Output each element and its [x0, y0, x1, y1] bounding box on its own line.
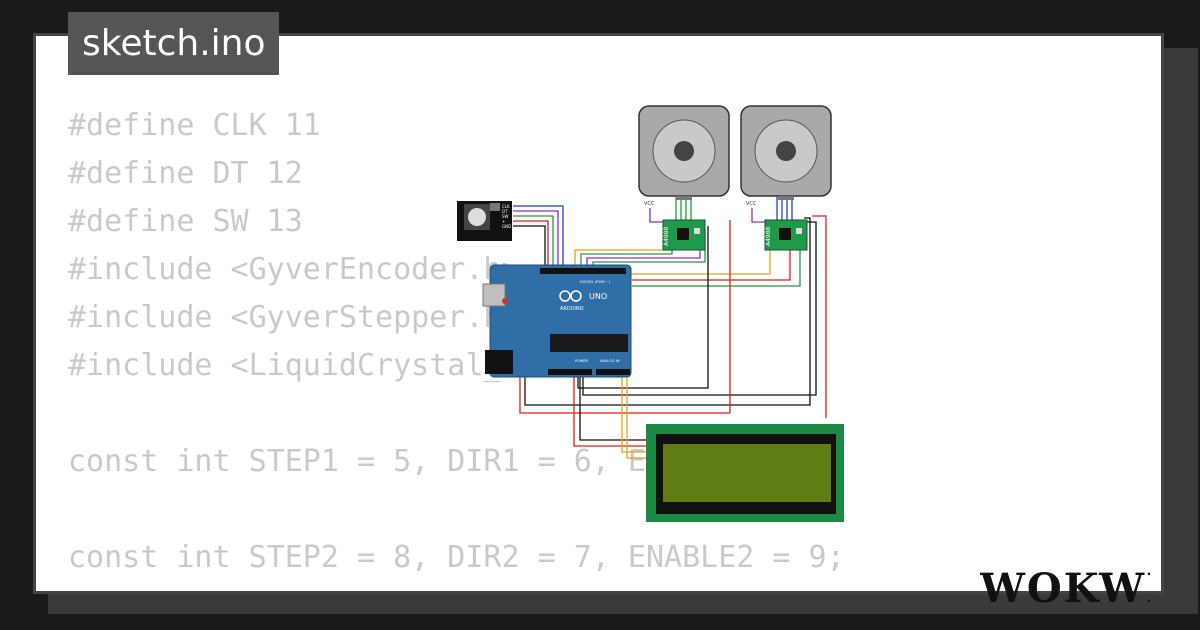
wire-vcc1 — [649, 208, 664, 223]
analog-label: ANALOG IN — [600, 359, 620, 363]
logo-text: WOKWI — [980, 565, 1150, 612]
wire-lcd-vcc — [573, 372, 649, 447]
wokwi-logo: WOKWI — [980, 565, 1150, 612]
a4988-driver-2[interactable]: A4988 — [764, 219, 808, 251]
wire-lcd-gnd — [579, 372, 649, 441]
wire-lcd-sda — [621, 372, 649, 453]
code-line: #include <GyverEncoder.h> — [68, 252, 520, 287]
wire-gnd-rail-2 — [524, 217, 811, 406]
driver-1-label: A4988 — [663, 226, 670, 246]
code-line: #include <GyverStepper.h> — [68, 300, 520, 335]
reset-button[interactable] — [502, 298, 508, 304]
wire-d2-dir — [632, 240, 791, 281]
arduino-uno[interactable]: UNO ARDUINO DIGITAL (PWM ~) POWER ANALOG… — [482, 264, 632, 378]
wire-gnd-d1 — [577, 226, 709, 389]
wire-d1-dir — [580, 240, 673, 268]
power-jack — [485, 350, 513, 374]
arduino-logo-icon — [559, 290, 582, 302]
encoder-pin-dt: DT — [502, 209, 508, 214]
wire-encoder-dt — [513, 210, 559, 268]
encoder-pin-plus: + — [502, 219, 505, 224]
wire-motor2-coils — [776, 196, 793, 222]
wire-vcc2 — [751, 208, 766, 223]
wire-encoder-sw — [513, 215, 554, 268]
wire-lcd-scl — [626, 372, 649, 459]
atmega-chip — [550, 334, 628, 352]
stepper-motor-2[interactable] — [740, 105, 832, 200]
encoder-pin-gnd: GND — [502, 224, 511, 229]
file-tab[interactable]: sketch.ino — [68, 12, 280, 75]
wire-motor1-coils — [675, 196, 692, 222]
code-line: #define SW 13 — [68, 204, 303, 239]
code-line: #define CLK 11 — [68, 108, 321, 143]
wire-gnd-rail — [582, 221, 817, 396]
encoder-pin-sw: SW — [502, 214, 509, 219]
usb-port — [482, 283, 506, 307]
stepper-motor-1[interactable] — [638, 105, 730, 200]
vcc-label-2: VCC — [746, 201, 757, 207]
encoder-pin-clk: CLK — [502, 204, 510, 209]
code-line: #define DT 12 — [68, 156, 303, 191]
wire-vcc-d2 — [812, 215, 827, 418]
lcd-display[interactable] — [646, 424, 844, 522]
power-header — [548, 369, 592, 375]
power-label: POWER — [575, 359, 589, 363]
wire-encoder-clk — [513, 205, 564, 268]
driver-2-label: A4988 — [765, 226, 772, 246]
a4988-driver-1[interactable]: A4988 — [662, 219, 706, 251]
code-line: const int STEP2 = 8, DIR2 = 7, ENABLE2 =… — [68, 540, 845, 575]
board-brand: ARDUINO — [560, 306, 584, 312]
wire-d2-en — [632, 240, 801, 287]
wire-vcc-d1 — [519, 220, 731, 414]
board-name: UNO — [589, 292, 607, 301]
vcc-label-1: VCC — [644, 201, 655, 207]
analog-header — [596, 369, 630, 375]
rotary-encoder[interactable]: CLK DT SW + GND — [457, 201, 512, 241]
digital-header — [540, 268, 626, 274]
digital-label: DIGITAL (PWM ~) — [580, 280, 611, 284]
